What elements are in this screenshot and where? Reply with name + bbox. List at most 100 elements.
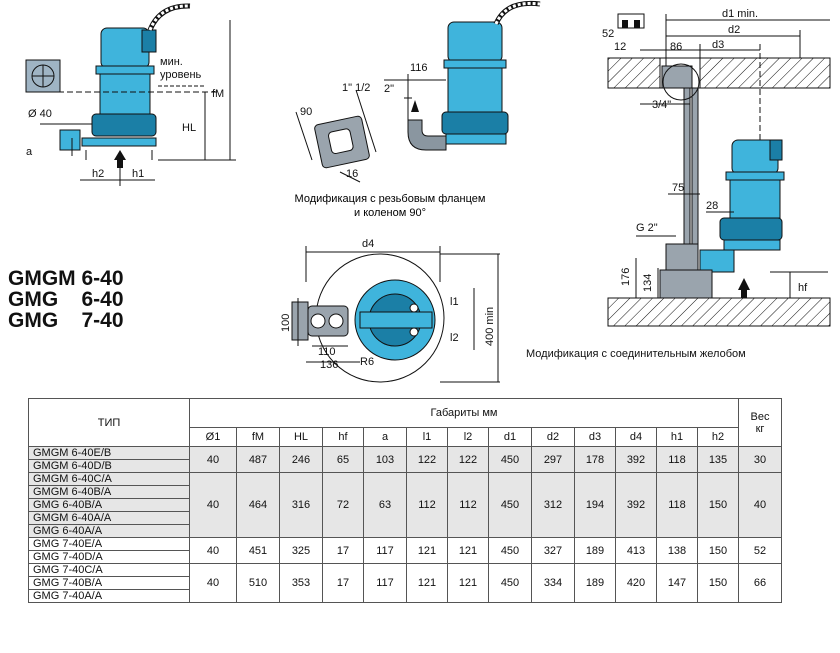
col-header: a [363,427,407,447]
value-cell: 510 [236,563,280,603]
col-header: d4 [615,427,657,447]
type-cell: GMG 7-40B/A [28,576,190,590]
dim116-label: 116 [410,62,428,74]
type-cell: GMGM 6-40E/B [28,446,190,460]
technical-drawings: Модификация с резьбовым фланцем и колено… [25,0,831,383]
col-header: fM [236,427,280,447]
pump-top-view [291,246,500,383]
type-cell: GMGM 6-40B/A [28,485,190,499]
value-cell: 450 [488,472,532,538]
type-cell: GMG 7-40E/A [28,537,190,551]
value-cell: 450 [488,563,532,603]
value-cell: 40 [189,563,237,603]
dim136-label: 136 [320,359,339,371]
weight-cell: 30 [738,446,782,473]
h1-label: h1 [132,168,145,180]
value-cell: 118 [656,472,698,538]
table-row: GMGM 6-40B/A [28,485,782,499]
type-cell: GMG 7-40C/A [28,563,190,577]
min-level-label-1: мин. [160,56,183,68]
value-cell: 121 [406,563,448,603]
value-cell: 112 [447,472,489,538]
dim90-label: 90 [300,106,313,118]
value-cell: 138 [656,537,698,564]
value-cell: 17 [322,563,364,603]
pump-front-view [25,3,236,186]
value-cell: 121 [406,537,448,564]
value-cell: 246 [279,446,323,473]
hl-label: HL [182,122,197,134]
dim16-label: 16 [346,168,359,180]
value-cell: 112 [406,472,448,538]
type-cell: GMGM 6-40D/B [28,459,190,473]
col-header: d2 [531,427,575,447]
value-cell: 147 [656,563,698,603]
type-cell: GMG 7-40A/A [28,589,190,603]
col-header: d3 [574,427,616,447]
table-row: GMGM 6-40C/A 40 464 316 72 63 112 112 45… [28,472,782,538]
model-title-2: GMG 6-40 [8,288,124,311]
table-row: GMG 7-40E/A 40 451 325 17 117 121 121 45… [28,537,782,564]
value-cell: 194 [574,472,616,538]
hf-label: hf [798,282,808,294]
model-title-3: GMG 7-40 [8,309,124,332]
col-header: h1 [656,427,698,447]
spec-table: ТИП Габариты мм Вес кг Ø1 fM HL hf a l1 … [28,398,782,603]
dim400-label: 400 min [484,306,496,346]
dim52-label: 52 [602,28,615,40]
value-cell: 413 [615,537,657,564]
dim110-label: 110 [318,346,336,358]
d2-label: d2 [728,24,741,36]
weight-header: Вес кг [738,398,782,447]
value-cell: 353 [279,563,323,603]
table-row: GMG 7-40B/A [28,576,782,590]
col-header: d1 [488,427,532,447]
table-header-row: ТИП Габариты мм Вес кг [28,398,782,447]
r6-label: R6 [360,356,375,368]
value-cell: 325 [279,537,323,564]
value-cell: 122 [406,446,448,473]
value-cell: 316 [279,472,323,538]
dim75-label: 75 [672,182,685,194]
dim134-label: 134 [642,273,654,292]
value-cell: 450 [488,537,532,564]
min-level-label-2: уровень [160,69,202,81]
col-header: l2 [447,427,489,447]
value-cell: 117 [363,537,407,564]
table-row: GMGM 6-40E/B 40 487 246 65 103 122 122 4… [28,446,782,473]
weight-cell: 66 [738,563,782,603]
g2-label: G 2" [636,222,658,234]
guide-caption: Модификация с соединительным желобом [526,348,746,360]
value-cell: 392 [615,472,657,538]
d1-label: d1 min. [722,8,759,20]
a-label: a [26,146,33,158]
dia40-label: Ø 40 [28,108,52,120]
type-cell: GMG 6-40A/A [28,524,190,538]
d3-label: d3 [712,39,725,51]
type-cell: GMGM 6-40A/A [28,511,190,525]
dim12-label: 12 [614,41,627,53]
table-row: GMGM 6-40A/A [28,511,782,525]
value-cell: 297 [531,446,575,473]
value-cell: 150 [697,537,739,564]
col-header: l1 [406,427,448,447]
value-cell: 150 [697,563,739,603]
dim86-label: 86 [670,41,683,53]
value-cell: 189 [574,563,616,603]
value-cell: 487 [236,446,280,473]
dim100-label: 100 [280,313,292,332]
table-row: GMG 7-40A/A [28,589,782,603]
model-title-1: GMGM 6-40 [8,267,124,290]
value-cell: 121 [447,563,489,603]
value-cell: 65 [322,446,364,473]
l1-label: l1 [450,296,459,308]
dim28-label: 28 [706,200,719,212]
type-cell: GMG 6-40B/A [28,498,190,512]
type-header: ТИП [28,398,190,447]
col-header: HL [279,427,323,447]
value-cell: 117 [363,563,407,603]
value-cell: 40 [189,537,237,564]
d4-label: d4 [362,238,375,250]
l2-label: l2 [450,332,459,344]
value-cell: 420 [615,563,657,603]
